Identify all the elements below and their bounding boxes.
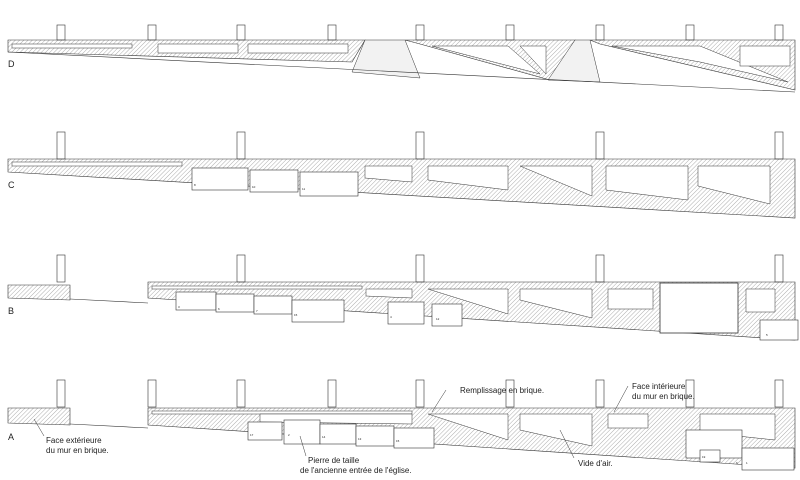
stone-tag: 11 [302, 187, 305, 191]
stone-tag: 6 [218, 307, 220, 311]
stone-tag: 15 [396, 439, 400, 443]
stone-tag: 1 [746, 461, 748, 465]
stone-tag: 4 [390, 315, 392, 319]
annotation-vide-air: Vide d'air. [578, 459, 613, 468]
stone-tag: 15 [294, 313, 298, 317]
row-label-c: C [8, 180, 15, 190]
stone-block [283, 419, 321, 445]
annotation-face-exterieure: Face extérieure du mur en brique. [46, 436, 109, 455]
stone-tag: 10 [252, 185, 256, 189]
stone-block [393, 427, 435, 449]
air-voids [11, 43, 791, 83]
wall-posts [56, 24, 784, 41]
air-voids [151, 410, 776, 447]
stone-tag: 2 [288, 433, 290, 437]
stone-tag: 7 [256, 309, 258, 313]
air-voids [11, 161, 771, 205]
stone-blocks [175, 291, 799, 341]
stone-block [319, 423, 357, 445]
stone-block [175, 291, 217, 311]
floor-line [7, 51, 796, 93]
infill-faces [351, 39, 601, 83]
stone-block [741, 447, 795, 471]
stone-block [299, 171, 359, 197]
stone-block [355, 425, 395, 447]
annotation-face-interieure: Face intérieure du mur en brique. [632, 382, 695, 401]
air-voids [151, 285, 776, 319]
stone-tags: 8 10 11 [194, 183, 305, 191]
stone-block [387, 301, 425, 325]
stone-block [291, 299, 345, 323]
stone-block [191, 167, 249, 191]
stone-tag: 12 [436, 317, 440, 321]
row-label-b: B [8, 306, 14, 316]
opening-panel [659, 282, 739, 334]
leader-lines [33, 385, 629, 459]
row-label-a: A [8, 432, 14, 442]
stone-tag: 8 [194, 183, 196, 187]
section-row-a: 17 2 14 13 15 6 19 1 A Face extérieure d… [7, 379, 796, 475]
stone-tag: 13 [358, 437, 362, 441]
stone-tag: 6 [736, 461, 738, 465]
section-row-d: D [7, 24, 796, 93]
stone-tag: 5 [766, 333, 768, 337]
stone-tag: 17 [250, 433, 254, 437]
wall-posts [56, 254, 784, 283]
stone-block [699, 449, 721, 463]
exterior-floor-line [69, 298, 149, 304]
stone-blocks [247, 419, 795, 471]
stone-tags: 3 6 7 15 4 12 5 [178, 305, 768, 337]
annotation-remplissage: Remplissage en brique. [460, 386, 544, 395]
wall-posts [56, 379, 784, 408]
section-row-b: 3 6 7 15 4 12 5 B [7, 254, 799, 341]
stone-block [759, 319, 799, 341]
wall-posts [56, 131, 784, 160]
stone-block [249, 169, 299, 193]
stone-tag: 3 [178, 305, 180, 309]
stone-tag: 19 [702, 455, 706, 459]
stone-block [431, 303, 463, 327]
stone-blocks [191, 167, 359, 197]
annotation-pierre-de-taille: Pierre de taille de l'ancienne entrée de… [300, 456, 412, 475]
row-label-d: D [8, 59, 15, 69]
stone-block [215, 293, 255, 313]
exterior-floor-line [69, 423, 149, 429]
stone-block [247, 421, 283, 441]
stone-block [253, 295, 293, 315]
section-row-c: 8 10 11 C [7, 131, 796, 219]
stone-tags: 17 2 14 13 15 6 19 1 [250, 433, 748, 465]
stone-tag: 14 [322, 435, 326, 439]
